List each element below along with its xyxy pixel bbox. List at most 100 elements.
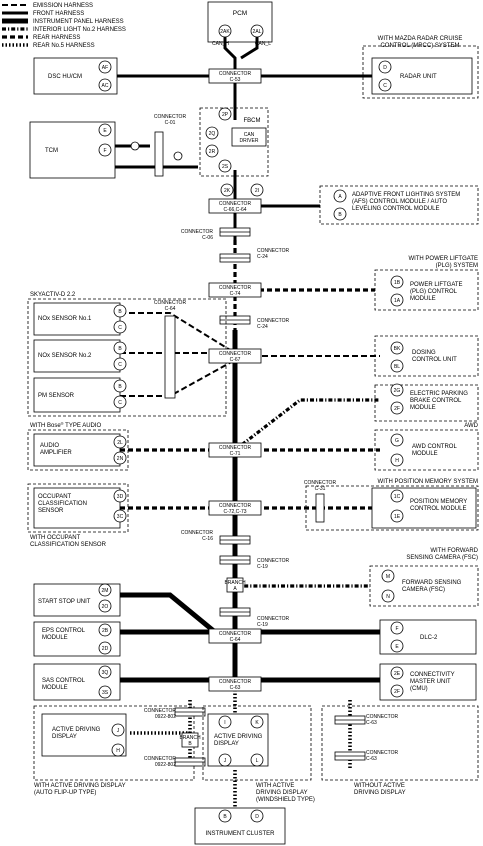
connector-c64b-word: CONNECTOR [219, 631, 252, 637]
cmu-pin-2e [390, 666, 404, 680]
connector-c67-word: CONNECTOR [219, 351, 252, 357]
fsc-box [369, 565, 479, 607]
adauto-group-label: WITH ACTIVE DRIVING DISPLAY(AUTO FLIP-UP… [34, 783, 126, 796]
nox2-pin-c [113, 357, 127, 371]
occ-pin-3c [113, 509, 127, 523]
ada-pin-h [111, 743, 125, 757]
fbcm-can-driver [231, 127, 267, 147]
posmem-pin-1e [390, 509, 404, 523]
dosing-pin-bk [390, 341, 404, 355]
fsc-pin-m-label: M [386, 574, 390, 580]
tcm-pin-f-label: F [103, 148, 106, 154]
ic-label: INSTRUMENT CLUSTER [206, 831, 276, 837]
connector-c66-c64-word: CONNECTOR [219, 201, 252, 207]
pm-pin-b [113, 379, 127, 393]
ssu-pin-2o [98, 599, 112, 613]
adw-group [202, 705, 312, 781]
connector-c63r2-text-word: CONNECTOR [366, 750, 399, 756]
connector-c19a-text-word: CONNECTOR [257, 558, 290, 564]
occ-pin-3c-label: 3C [117, 514, 124, 520]
posmem-group [305, 485, 479, 531]
plg-pin-1b [390, 275, 404, 289]
ic-pin-b [218, 809, 232, 823]
fbcm-box [199, 107, 269, 177]
connector-0922b-text-word: CONNECTOR [144, 756, 177, 762]
radar-pin-c-label: C [383, 83, 387, 89]
connector-c63-label: C-63 [230, 685, 241, 691]
fsc-pin-n-label: N [386, 594, 390, 600]
bose-group-label-part: TYPE AUDIO [64, 423, 102, 429]
radar-pin-d [378, 60, 392, 74]
ada-pin-j-label: J [117, 728, 120, 734]
pm-pin-b-label: B [118, 384, 122, 390]
adw-pin-i-label: I [224, 720, 225, 726]
tcm-label: TCM [45, 148, 58, 154]
dlc-pin-f [390, 621, 404, 635]
legend-label-front: FRONT HARNESS [33, 11, 84, 17]
epb-pin-2g-label: 2G [394, 388, 401, 394]
plg-pin-1a [390, 293, 404, 307]
connector-c19a-text-label: C-19 [257, 564, 268, 570]
connector-c64b-label: C-64 [230, 637, 241, 643]
afs-box [319, 185, 479, 225]
fbcm-pin-2q-label: 2Q [209, 131, 216, 137]
afs-pin-a [333, 189, 347, 203]
connector-c64a-text-label: C-64 [165, 306, 176, 312]
plg-group-label: WITH POWER LIFTGATE(PLG) SYSTEM [408, 256, 478, 269]
afs-pin-a-label: A [338, 194, 342, 200]
epb-pin-2g [390, 383, 404, 397]
connector-c74-word: CONNECTOR [219, 285, 252, 291]
connector-c24a-text-label: C-24 [257, 254, 268, 260]
wire-pm [120, 359, 236, 397]
awd-group-label: AWD [464, 423, 478, 429]
epb-box [374, 384, 479, 422]
connector-c63r1-text-word: CONNECTOR [366, 714, 399, 720]
connector-c01 [154, 131, 164, 177]
adw-pin-j-label: J [224, 758, 227, 764]
fsc-pin-n [381, 589, 395, 603]
mrcc-group [362, 45, 479, 99]
bose-group-label: WITH Bose® TYPE AUDIO [30, 421, 102, 429]
plg-box [374, 269, 479, 311]
ic-pin-b-label: B [223, 814, 227, 820]
connector-c19b-text-word: CONNECTOR [257, 616, 290, 622]
legend-label-emission: EMISSION HARNESS [33, 3, 93, 9]
dosing-pin-bl [390, 359, 404, 373]
audio-box [33, 433, 121, 467]
pm-label: PM SENSOR [38, 393, 75, 399]
afs-pin-b [333, 207, 347, 221]
bose-group-label-part: WITH Bose [30, 423, 61, 429]
pm-pin-c [113, 395, 127, 409]
dsc-pin-af-label: AF [102, 65, 108, 71]
fbcm-pin-2r-label: 2R [209, 149, 216, 155]
connector-c63r2-text-label: C-63 [366, 756, 377, 762]
trunk-pcm-l [240, 37, 259, 60]
connector-c64b [208, 628, 262, 644]
pcm-can-l-label: CAN_L [255, 41, 271, 47]
fbcm-pin-2p [218, 107, 232, 121]
connector-c74 [208, 282, 262, 298]
fbcm-pin-2i-label: 2I [255, 188, 259, 194]
nox1-label: NOx SENSOR No.1 [38, 316, 92, 322]
connector-c72-c73-word: CONNECTOR [219, 503, 252, 509]
adnone-group [321, 705, 479, 781]
connector-c67 [208, 348, 262, 364]
nox2-pin-b-label: B [118, 346, 122, 352]
audio-pin-2n [113, 451, 127, 465]
connector-0922b-text-label: 0922-802 [155, 762, 176, 768]
nox1-box [33, 302, 121, 336]
connector-c31-text-word: CONNECTOR [304, 480, 337, 486]
cmu-pin-2f [390, 684, 404, 698]
posmem-box [371, 487, 477, 529]
connector-c71-word: CONNECTOR [219, 445, 252, 451]
ssu-pin-2m-label: 2M [102, 588, 109, 594]
